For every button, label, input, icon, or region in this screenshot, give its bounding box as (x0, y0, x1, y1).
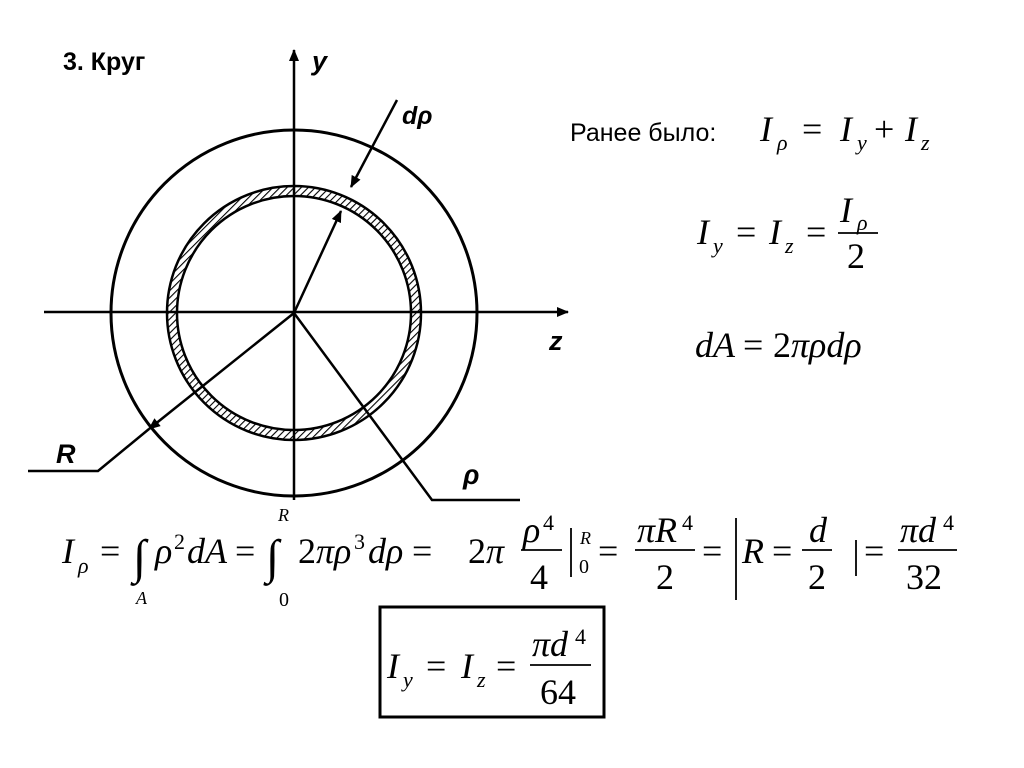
svg-text:=: = (736, 212, 756, 252)
rho-leader-line (292, 312, 520, 502)
svg-text:2: 2 (808, 557, 826, 597)
svg-text:2: 2 (656, 557, 674, 597)
rho-radius-arrow (292, 210, 343, 314)
svg-text:∫: ∫ (263, 531, 282, 586)
svg-text:I: I (696, 212, 711, 252)
svg-text:πd: πd (900, 510, 937, 550)
axial-moment-half-formula: I y = I z = I ρ 2 (696, 190, 878, 276)
svg-text:ρ: ρ (77, 553, 89, 578)
polar-moment-integral-formula: I ρ = ∫ A ρ 2 dA = ∫ R 0 2πρ 3 dρ = 2π ρ… (61, 505, 957, 611)
area-element-formula: dA = 2πρdρ (695, 325, 862, 365)
earlier-label: Ранее было: (570, 119, 716, 147)
svg-text:=: = (426, 646, 446, 686)
svg-text:=: = (496, 646, 516, 686)
svg-text:ρ: ρ (856, 210, 868, 235)
rho-label: ρ (462, 460, 479, 490)
svg-text:=: = (806, 212, 826, 252)
svg-text:3: 3 (354, 529, 365, 554)
svg-text:d: d (809, 510, 828, 550)
slide-title: 3. Круг (63, 48, 146, 76)
svg-text:=: = (864, 531, 884, 571)
svg-text:πd: πd (532, 624, 569, 664)
svg-text:4: 4 (530, 557, 548, 597)
svg-text:ρ: ρ (522, 510, 540, 550)
drho-label: dρ (402, 102, 432, 130)
svg-text:dρ: dρ (368, 531, 403, 571)
svg-text:I: I (904, 109, 919, 149)
y-axis-label: y (310, 46, 329, 76)
svg-text:4: 4 (543, 510, 554, 535)
svg-text:ρ: ρ (776, 130, 788, 155)
svg-text:0: 0 (279, 589, 289, 611)
svg-text:A: A (135, 588, 148, 608)
svg-text:=: = (743, 325, 763, 365)
svg-text:2π: 2π (468, 531, 505, 571)
svg-text:4: 4 (682, 510, 693, 535)
drho-leader-arrow (349, 99, 399, 188)
svg-text:dA: dA (695, 325, 736, 365)
svg-text:y: y (855, 130, 867, 155)
svg-text:πR: πR (637, 510, 677, 550)
svg-text:I: I (61, 531, 76, 571)
svg-text:32: 32 (906, 557, 942, 597)
svg-text:z: z (476, 667, 486, 692)
svg-text:z: z (920, 130, 930, 155)
svg-text:I: I (839, 190, 854, 230)
R-leader-line (28, 428, 150, 473)
final-result-box: I y = I z = πd 4 64 (378, 605, 606, 719)
svg-text:I: I (768, 212, 783, 252)
svg-text:R: R (741, 531, 764, 571)
svg-text:2: 2 (847, 236, 865, 276)
svg-text:y: y (401, 667, 413, 692)
svg-text:0: 0 (579, 556, 589, 578)
z-axis-label: z (548, 326, 563, 356)
svg-text:=: = (598, 531, 618, 571)
R-radius-arrow (148, 312, 295, 430)
svg-text:=: = (702, 531, 722, 571)
svg-text:=: = (802, 109, 822, 149)
svg-text:2: 2 (174, 529, 185, 554)
svg-text:2πρdρ: 2πρdρ (773, 325, 862, 365)
svg-text:R: R (579, 528, 591, 548)
svg-text:R: R (277, 505, 289, 525)
svg-text:=: = (412, 531, 432, 571)
svg-text:I: I (759, 109, 774, 149)
svg-text:ρ: ρ (154, 531, 172, 571)
svg-text:=: = (235, 531, 255, 571)
svg-text:4: 4 (943, 510, 954, 535)
svg-text:I: I (460, 646, 475, 686)
svg-text:+: + (874, 109, 894, 149)
svg-text:dA: dA (187, 531, 228, 571)
svg-text:I: I (386, 646, 401, 686)
svg-text:4: 4 (575, 624, 586, 649)
svg-text:∫: ∫ (130, 531, 149, 586)
svg-text:I: I (839, 109, 854, 149)
polar-moment-sum-formula: I ρ = I y + I z (759, 109, 930, 155)
svg-text:y: y (711, 233, 723, 258)
svg-text:=: = (100, 531, 120, 571)
svg-text:z: z (784, 233, 794, 258)
svg-text:2πρ: 2πρ (298, 531, 351, 571)
R-label: R (56, 439, 76, 469)
svg-text:=: = (772, 531, 792, 571)
svg-text:64: 64 (540, 672, 576, 712)
